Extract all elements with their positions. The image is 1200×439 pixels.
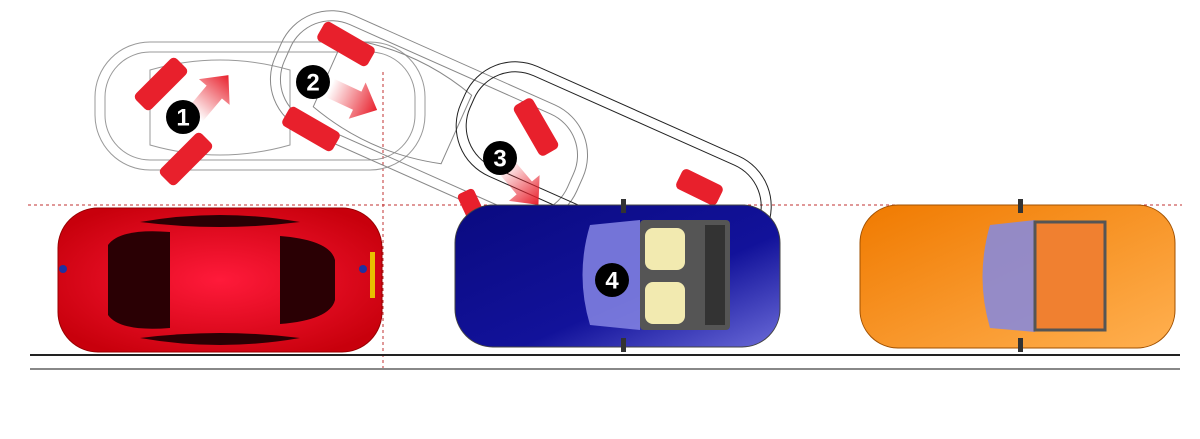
step-number: 4	[605, 268, 619, 295]
step-number: 2	[306, 70, 319, 97]
step-number: 1	[176, 105, 189, 132]
parked-car-front	[859, 199, 1176, 352]
step-badge-1: 1	[166, 100, 200, 134]
wheel-markers	[134, 21, 723, 222]
step-badge-2: 2	[296, 65, 330, 99]
step-badge-4: 4	[595, 263, 629, 297]
step-number: 3	[493, 146, 506, 173]
step-badge-3: 3	[483, 141, 517, 175]
parked-car-rear	[57, 207, 383, 353]
ghost-car-position-1	[94, 41, 426, 171]
ghost-car-position-2	[269, 10, 589, 225]
arrow-icon-step-2	[325, 78, 378, 119]
